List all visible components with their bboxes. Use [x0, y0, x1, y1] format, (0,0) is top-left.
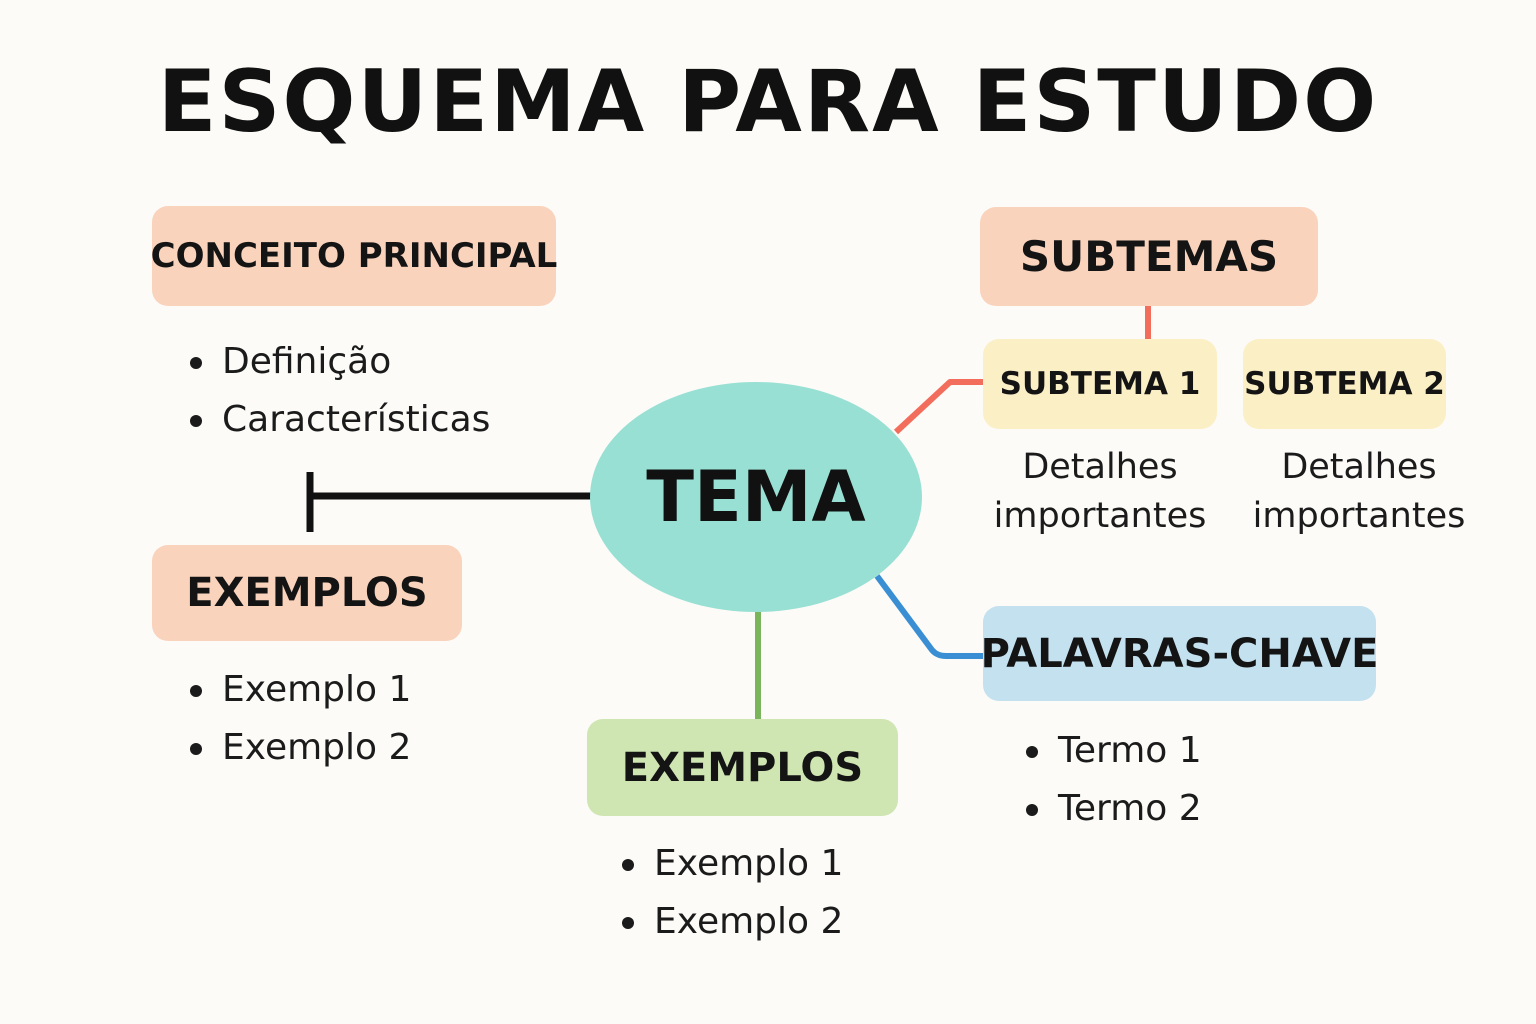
page-title: ESQUEMA PARA ESTUDO [157, 52, 1379, 152]
subtopic-1-box: SUBTEMA 1 [983, 339, 1217, 429]
examples-bottom-label: EXEMPLOS [621, 744, 864, 791]
keywords-list: Termo 1 Termo 2 [1024, 722, 1202, 838]
central-topic-node: TEMA [590, 382, 922, 612]
concept-label: CONCEITO PRINCIPAL [150, 236, 558, 276]
subtopic-1-detail-line: Detalhes [1022, 447, 1178, 487]
subtopics-label: SUBTEMAS [1019, 232, 1279, 281]
connector-tema-to-keywords [874, 574, 984, 659]
examples-left-label: EXEMPLOS [186, 570, 428, 616]
subtopic-2-detail-line: Detalhes [1281, 447, 1437, 487]
subtopic-2-label: SUBTEMA 2 [1244, 366, 1445, 402]
subtopic-2-box: SUBTEMA 2 [1243, 339, 1446, 429]
subtopics-box: SUBTEMAS [980, 207, 1318, 306]
list-item: Exemplo 1 [620, 835, 843, 893]
list-item: Termo 1 [1024, 722, 1202, 780]
concept-list: Definição Características [188, 333, 490, 449]
subtopic-1-detail: Detalhes importantes [968, 443, 1232, 541]
subtopic-1-detail-line: importantes [993, 496, 1207, 536]
subtopic-1-label: SUBTEMA 1 [999, 366, 1201, 402]
list-item: Características [188, 391, 490, 449]
list-item: Exemplo 2 [620, 893, 843, 951]
connector-tema-to-subtema1 [893, 379, 984, 435]
central-topic-label: TEMA [646, 456, 866, 538]
subtopic-2-detail-line: importantes [1252, 496, 1466, 536]
examples-bottom-list: Exemplo 1 Exemplo 2 [620, 835, 843, 951]
list-item: Termo 2 [1024, 780, 1202, 838]
list-item: Definição [188, 333, 490, 391]
keywords-box: PALAVRAS-CHAVE [980, 606, 1379, 701]
subtopic-2-detail: Detalhes importantes [1228, 443, 1490, 541]
examples-left-box: EXEMPLOS [152, 545, 462, 641]
examples-left-list: Exemplo 1 Exemplo 2 [188, 661, 411, 777]
list-item: Exemplo 2 [188, 719, 411, 777]
concept-box: CONCEITO PRINCIPAL [150, 206, 558, 306]
examples-bottom-box: EXEMPLOS [587, 719, 898, 816]
keywords-label: PALAVRAS-CHAVE [980, 630, 1379, 677]
list-item: Exemplo 1 [188, 661, 411, 719]
